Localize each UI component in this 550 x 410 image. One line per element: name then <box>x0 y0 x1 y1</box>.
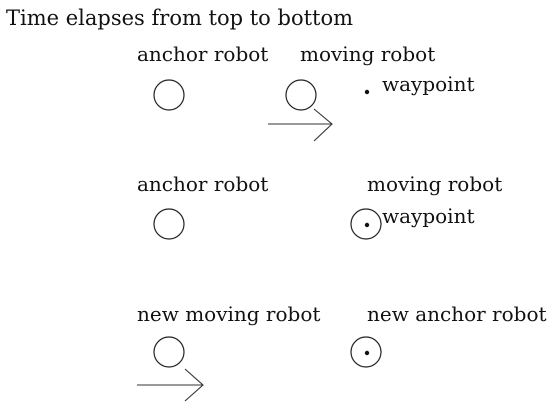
row-3: new moving robot new anchor robot <box>137 302 547 402</box>
row-3-right-label: new anchor robot <box>367 302 547 326</box>
motion-arrow-icon <box>268 108 333 142</box>
waypoint-dot-icon <box>364 89 370 95</box>
diagram-title: Time elapses from top to bottom <box>6 6 353 30</box>
new-anchor-robot-circle-icon <box>350 336 382 368</box>
row-2-waypoint-label: waypoint <box>382 204 475 228</box>
row-3-left-label: new moving robot <box>137 302 320 326</box>
row-1: anchor robot moving robot waypoint <box>137 42 475 142</box>
row-2-right-label: moving robot <box>367 172 502 196</box>
anchor-robot-circle-icon <box>153 208 185 240</box>
anchor-robot-circle-icon <box>153 79 185 111</box>
motion-arrow-icon <box>137 368 204 402</box>
row-2: anchor robot moving robot waypoint <box>137 172 502 240</box>
row-1-left-label: anchor robot <box>137 42 268 66</box>
row-1-right-label: moving robot <box>300 42 435 66</box>
row-2-left-label: anchor robot <box>137 172 268 196</box>
row-1-waypoint-label: waypoint <box>382 72 475 96</box>
moving-robot-at-waypoint-circle-icon <box>350 208 382 240</box>
moving-robot-circle-icon <box>285 79 317 111</box>
waypoint-dot-icon <box>364 350 370 356</box>
new-moving-robot-circle-icon <box>153 336 185 368</box>
waypoint-dot-icon <box>364 222 370 228</box>
